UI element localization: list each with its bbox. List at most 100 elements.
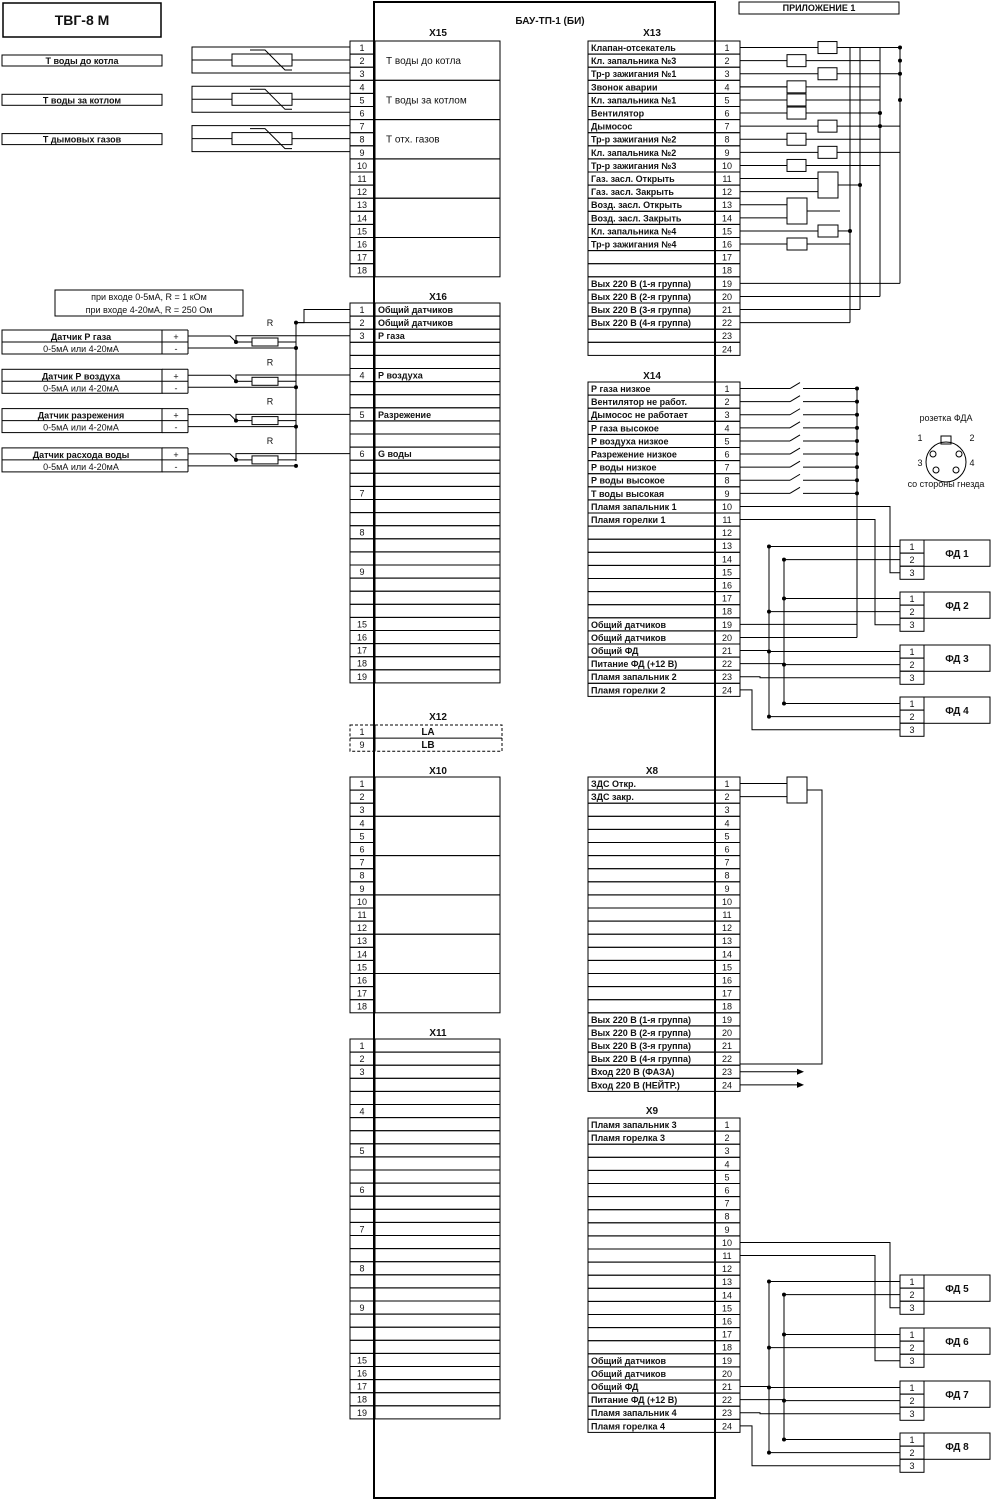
model-title: ТВГ-8 М <box>55 12 110 28</box>
x13-terminal-label: Звонок аварии <box>591 82 657 92</box>
x16-label-cell <box>374 656 501 671</box>
fd-socket-pin-label: 3 <box>917 458 922 468</box>
fd-pin-number: 3 <box>909 1409 914 1419</box>
x16-terminal-cell <box>349 341 376 356</box>
x15-terminal-number: 12 <box>357 187 367 197</box>
x16-label-cell <box>374 499 501 514</box>
resistor-label: R <box>267 436 274 446</box>
x9-terminal-number: 15 <box>722 1303 732 1313</box>
x11-label-cell <box>374 1405 501 1420</box>
x11-label-cell <box>374 1208 501 1223</box>
relay-coil <box>786 106 807 120</box>
fd-pin-number: 2 <box>909 607 914 617</box>
fd-body <box>923 539 991 567</box>
x8-terminal-number: 17 <box>722 989 732 999</box>
x15-terminal-number: 10 <box>357 161 367 171</box>
relay-coil <box>786 158 807 172</box>
x11-label-cell <box>374 1117 501 1132</box>
junction-dot <box>878 124 882 129</box>
shunt-resistor <box>251 376 279 386</box>
x14-terminal-number: 14 <box>722 554 732 564</box>
x16-terminal-cell <box>349 381 376 396</box>
x14-terminal-number: 20 <box>722 633 732 643</box>
relay-coil <box>786 54 807 68</box>
sensor-signal-wire <box>188 335 237 343</box>
x8-label-cell <box>587 815 716 830</box>
x15-terminal-number: 3 <box>359 69 364 79</box>
x16-terminal-label: Разрежение <box>378 410 431 420</box>
x16-label-cell <box>374 551 501 566</box>
x12-terminal-label: LB <box>421 740 434 751</box>
x10-group-cell <box>374 776 501 817</box>
fd-socket-title: розетка ФДА <box>919 413 972 423</box>
x13-terminal-number: 10 <box>722 161 732 171</box>
x9-label-cell <box>587 1327 716 1342</box>
x16-title: X16 <box>429 292 447 303</box>
x16-terminal-cell <box>349 512 376 527</box>
x8-label-cell <box>587 842 716 857</box>
x13-terminal-number: 5 <box>724 95 729 105</box>
x15-group-cell <box>374 158 501 199</box>
x16-terminal-number: 2 <box>359 318 364 328</box>
x16-terminal-number: 7 <box>359 488 364 498</box>
x14-terminal-number: 12 <box>722 528 732 538</box>
x16-label-cell <box>374 459 501 474</box>
x14-terminal-label: Р газа низкое <box>591 384 651 394</box>
x15-group-cell <box>374 237 501 278</box>
x8-terminal-number: 18 <box>722 1002 732 1012</box>
x14-terminal-number: 5 <box>724 436 729 446</box>
x8-terminal-number: 13 <box>722 936 732 946</box>
junction-dot <box>767 1385 771 1390</box>
x13-terminal-number: 17 <box>722 253 732 263</box>
switch-contact <box>789 473 801 481</box>
x11-terminal-cell <box>349 1248 376 1263</box>
analog-sensor-minus: - <box>175 423 178 433</box>
x14-terminal-number: 4 <box>724 423 729 433</box>
x16-label-cell <box>374 381 501 396</box>
x14-terminal-label: Р воздуха низкое <box>591 436 669 446</box>
analog-sensor-range: 0-5мА или 4-20мА <box>43 344 119 354</box>
x10-terminal-number: 5 <box>359 831 364 841</box>
x11-terminal-number: 9 <box>359 1303 364 1313</box>
x13-terminal-label: Клапан-отсекатель <box>591 43 676 53</box>
junction-dot <box>782 701 786 706</box>
x8-terminal-label: Вых 220 В (3-я группа) <box>591 1041 691 1051</box>
power-arrow <box>797 1068 804 1075</box>
junction-dot <box>782 1398 786 1403</box>
x16-label-cell <box>374 630 501 645</box>
x13-terminal-number: 21 <box>722 305 732 315</box>
x15-terminal-number: 16 <box>357 240 367 250</box>
x11-label-cell <box>374 1195 501 1210</box>
x10-terminal-number: 4 <box>359 818 364 828</box>
x9-label-cell <box>587 1143 716 1158</box>
x12-terminal-label: LA <box>421 727 434 738</box>
x15-terminal-number: 11 <box>357 174 366 184</box>
x11-terminal-number: 5 <box>359 1146 364 1156</box>
x11-terminal-cell <box>349 1195 376 1210</box>
x11-label-cell <box>374 1339 501 1354</box>
sensor-to-x16-wire <box>235 453 350 460</box>
x8-terminal-number: 6 <box>724 845 729 855</box>
fd-pin-number: 1 <box>909 542 914 552</box>
analog-sensor-plus: + <box>173 332 178 342</box>
x14-terminal-label: Дымосос не работает <box>591 410 688 420</box>
x9-terminal-number: 10 <box>722 1238 732 1248</box>
fd-socket-pin-label: 2 <box>969 433 974 443</box>
x9-label-cell <box>587 1248 716 1263</box>
x13-terminal-number: 20 <box>722 292 732 302</box>
x16-label-cell <box>374 485 501 500</box>
x8-terminal-number: 4 <box>724 818 729 828</box>
fd-signal-wire <box>740 1255 900 1362</box>
x12-title: X12 <box>429 712 447 723</box>
x14-terminal-label: Общий датчиков <box>591 633 666 643</box>
fd-pin-number: 2 <box>909 660 914 670</box>
fd-body <box>923 1274 991 1302</box>
relay-coil <box>786 80 807 94</box>
x8-terminal-number: 24 <box>722 1080 732 1090</box>
fd-pin-number: 2 <box>909 1290 914 1300</box>
x11-label-cell <box>374 1130 501 1145</box>
x8-terminal-label: Вых 220 В (1-я группа) <box>591 1015 691 1025</box>
x14-terminal-label: Р воды низкое <box>591 463 657 473</box>
x16-terminal-number: 1 <box>359 305 364 315</box>
x9-terminal-number: 18 <box>722 1343 732 1353</box>
